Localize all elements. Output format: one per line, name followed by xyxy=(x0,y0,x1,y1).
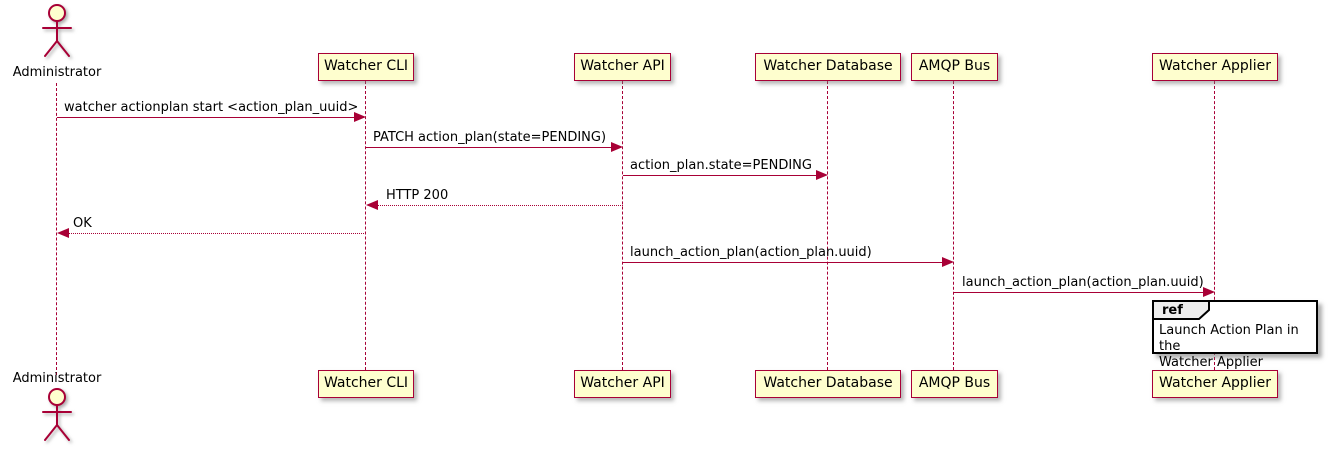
participant-watcher-applier-bottom: Watcher Applier xyxy=(1152,370,1278,398)
arrowhead-icon xyxy=(57,228,69,238)
lifeline-watcher-cli xyxy=(365,81,366,370)
message-7-label: launch_action_plan(action_plan.uuid) xyxy=(962,275,1204,290)
participant-watcher-database-bottom: Watcher Database xyxy=(755,370,901,398)
administrator-label-bottom: Administrator xyxy=(12,371,102,386)
message-5-label: OK xyxy=(73,216,92,231)
message-4-label: HTTP 200 xyxy=(386,188,449,203)
participant-amqp-bus-bottom: AMQP Bus xyxy=(911,370,998,398)
ref-fragment: ref Launch Action Plan in the Watcher Ap… xyxy=(1152,300,1318,370)
message-3-line xyxy=(623,175,817,176)
ref-text-line1: Launch Action Plan in the xyxy=(1159,323,1299,354)
lifeline-watcher-api xyxy=(622,81,623,370)
lifeline-watcher-database xyxy=(827,81,828,370)
administrator-actor-icon xyxy=(42,388,72,441)
arrowhead-icon xyxy=(366,200,378,210)
arrowhead-icon xyxy=(816,170,828,180)
message-1-line xyxy=(57,117,355,118)
participant-watcher-applier-top: Watcher Applier xyxy=(1152,53,1278,81)
participant-watcher-cli-top: Watcher CLI xyxy=(318,53,414,81)
message-6-line xyxy=(623,262,943,263)
ref-header-pentagon-icon xyxy=(1152,300,1210,320)
participant-watcher-cli-bottom: Watcher CLI xyxy=(318,370,414,398)
message-3-label: action_plan.state=PENDING xyxy=(630,158,812,173)
arrowhead-icon xyxy=(1203,287,1215,297)
participant-watcher-api-top: Watcher API xyxy=(574,53,671,81)
ref-text: Launch Action Plan in the Watcher Applie… xyxy=(1159,323,1312,371)
participant-amqp-bus-top: AMQP Bus xyxy=(911,53,998,81)
administrator-actor-icon xyxy=(42,4,72,57)
message-1-label: watcher actionplan start <action_plan_uu… xyxy=(64,100,359,115)
message-2-label: PATCH action_plan(state=PENDING) xyxy=(373,130,607,145)
lifeline-amqp-bus xyxy=(953,81,954,370)
participant-watcher-database-top: Watcher Database xyxy=(755,53,901,81)
ref-keyword: ref xyxy=(1162,303,1183,318)
message-5-line xyxy=(67,233,366,234)
ref-text-line2: Watcher Applier xyxy=(1159,355,1263,370)
message-2-line xyxy=(366,147,612,148)
arrowhead-icon xyxy=(942,257,954,267)
message-6-label: launch_action_plan(action_plan.uuid) xyxy=(630,245,872,260)
arrowhead-icon xyxy=(611,142,623,152)
arrowhead-icon xyxy=(354,112,366,122)
administrator-label-top: Administrator xyxy=(12,65,102,80)
lifeline-watcher-applier xyxy=(1214,81,1215,370)
lifeline-administrator xyxy=(56,83,57,375)
message-4-line xyxy=(376,205,623,206)
participant-watcher-api-bottom: Watcher API xyxy=(574,370,671,398)
message-7-line xyxy=(954,292,1204,293)
